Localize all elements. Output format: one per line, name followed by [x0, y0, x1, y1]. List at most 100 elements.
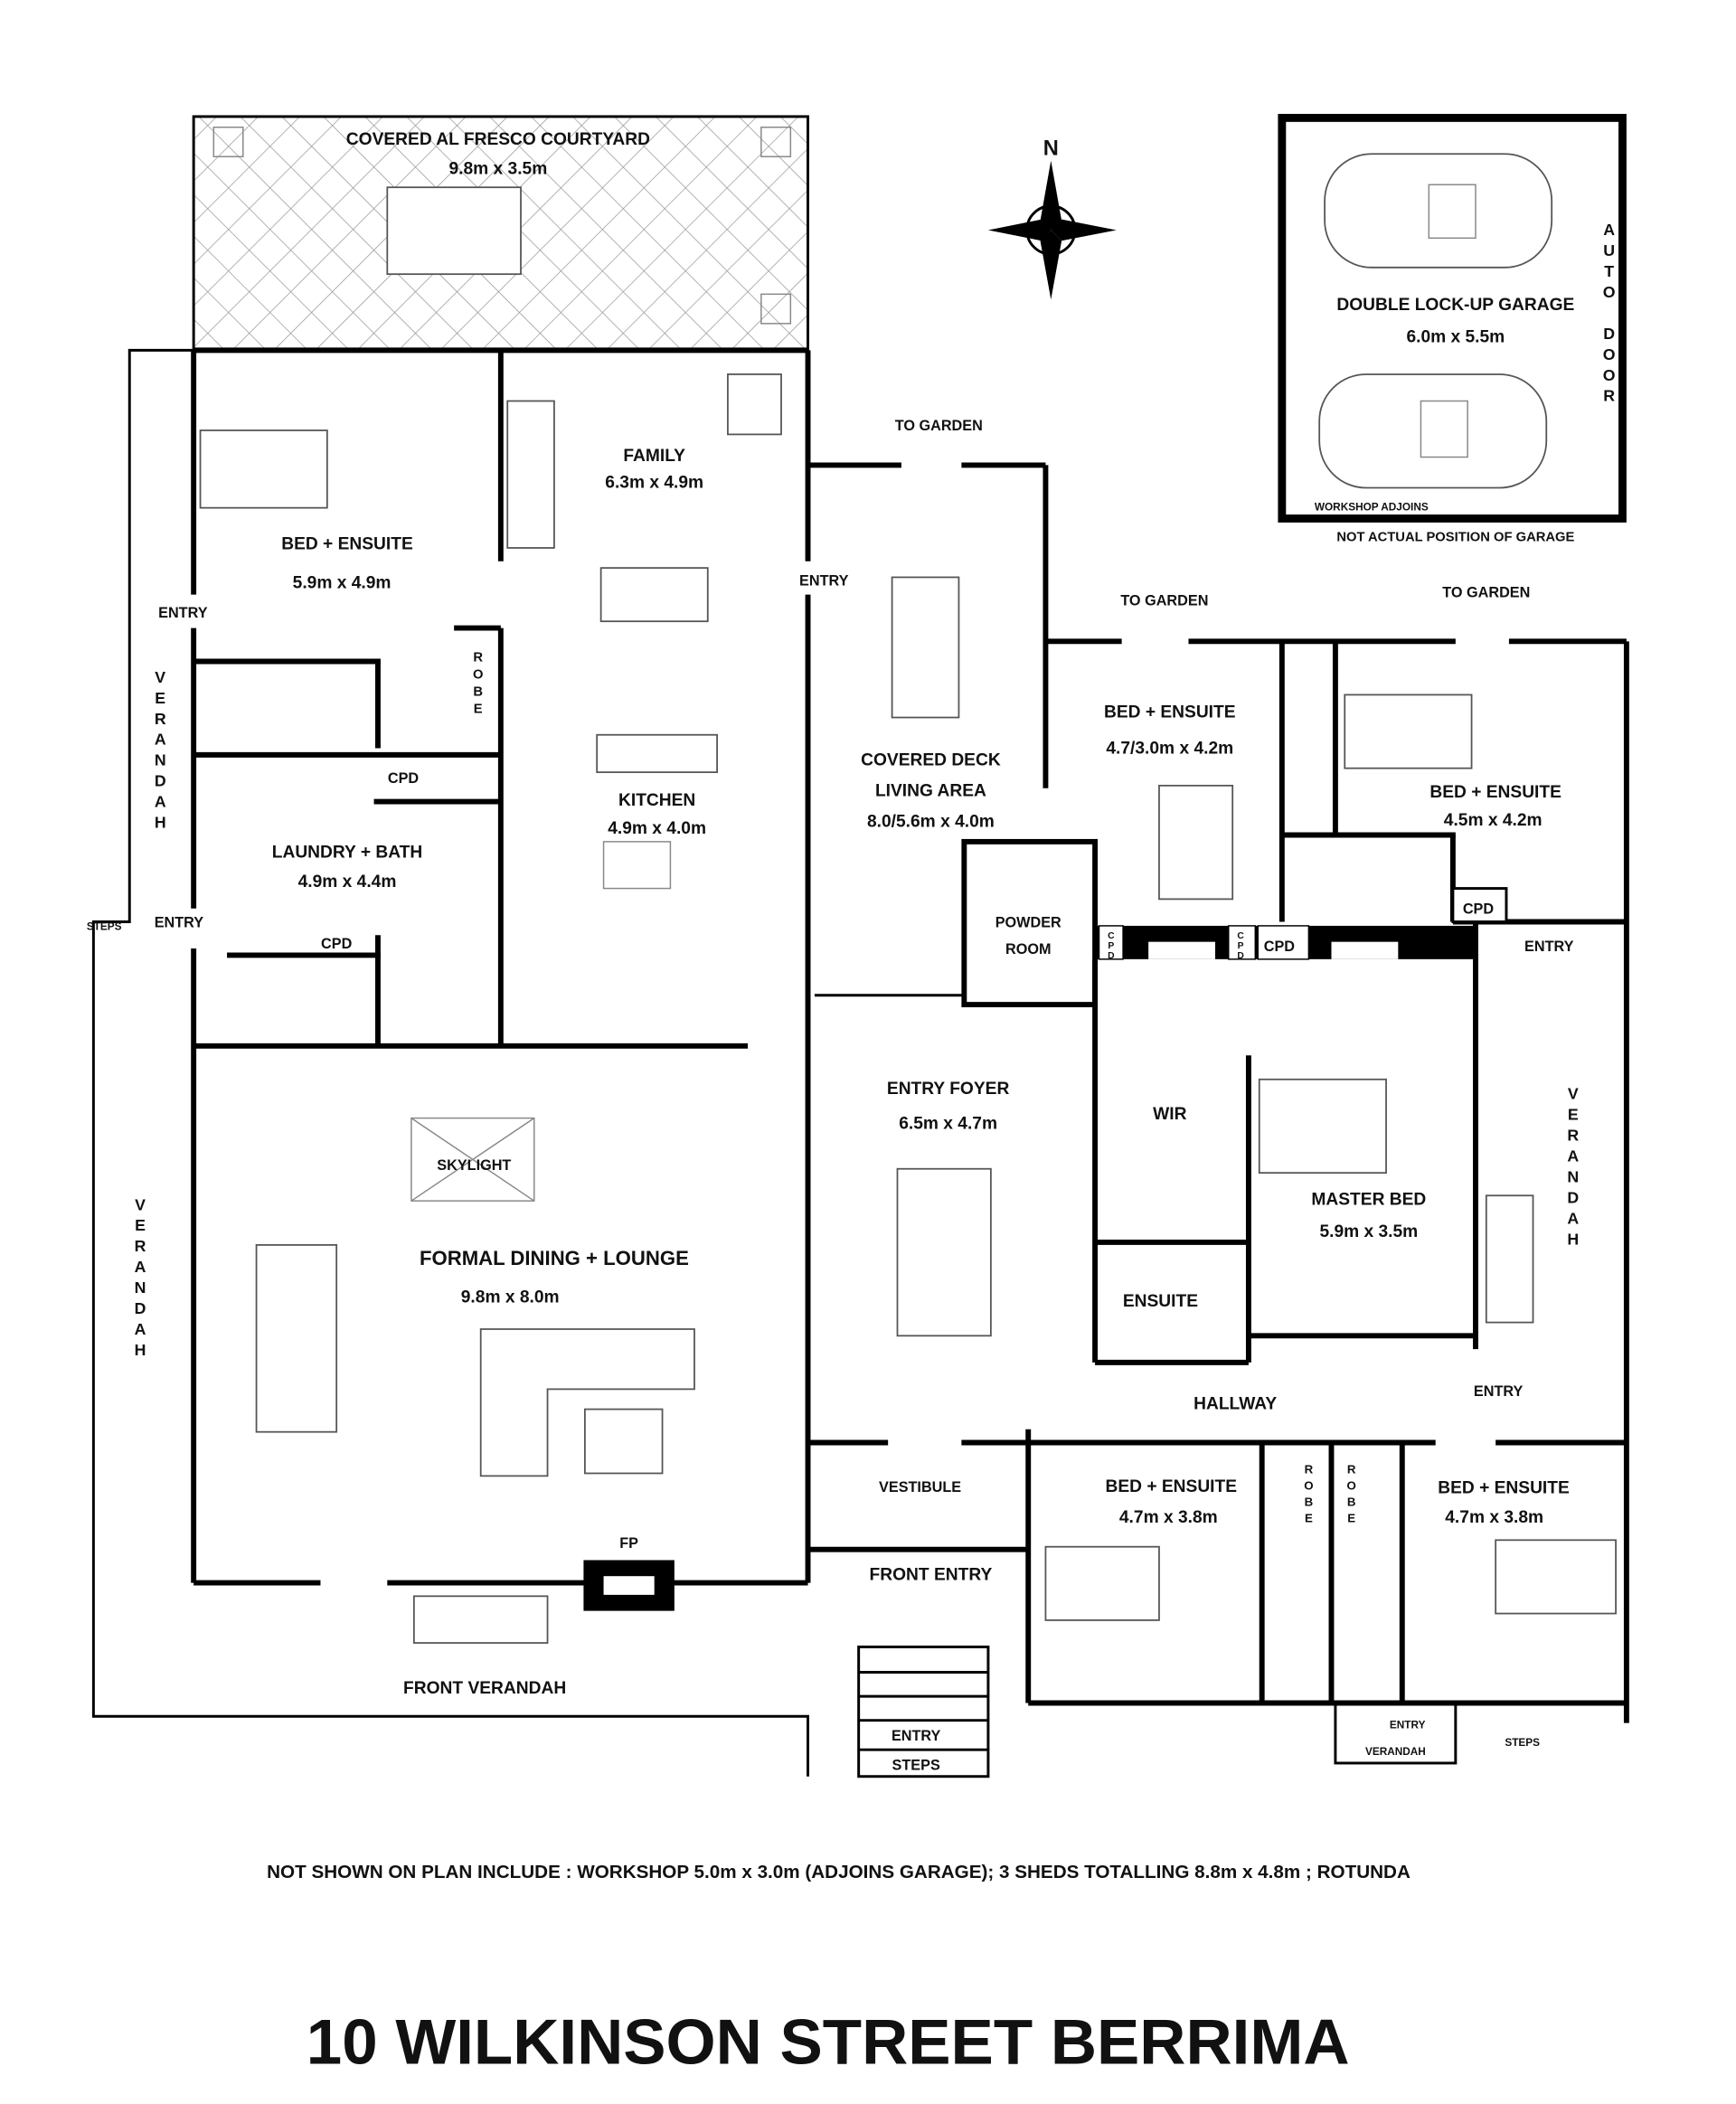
entry-label: ENTRY: [799, 572, 849, 589]
lounge-icon: [479, 1328, 695, 1477]
entry-label: ENTRY: [1474, 1383, 1524, 1400]
courtyard-size: 9.8m x 3.5m: [448, 159, 547, 178]
bed-icon: [1344, 693, 1473, 769]
bed-s2-name: BED + ENSUITE: [1438, 1479, 1570, 1498]
fireplace-label: FP: [619, 1535, 638, 1552]
garage-position-note: NOT ACTUAL POSITION OF GARAGE: [1336, 531, 1574, 545]
verandah-label: VERANDAH: [1564, 1085, 1582, 1251]
kitchen-size: 4.9m x 4.0m: [608, 819, 706, 838]
garage-size: 6.0m x 5.5m: [1406, 328, 1505, 347]
courtyard-name: COVERED AL FRESCO COURTYARD: [346, 130, 650, 149]
formal-name: FORMAL DINING + LOUNGE: [420, 1247, 689, 1269]
family-size: 6.3m x 4.9m: [605, 474, 703, 493]
deck-name-2: LIVING AREA: [875, 782, 986, 801]
cpd-label: CPD: [1264, 939, 1296, 955]
bed-nw-size: 5.9m x 4.9m: [293, 573, 392, 592]
hallway-label: HALLWAY: [1194, 1395, 1277, 1414]
entry-label: ENTRY: [155, 914, 204, 930]
dining-table-icon: [255, 1244, 338, 1433]
cpd-label: CPD: [1463, 901, 1495, 918]
steps-label: STEPS: [1505, 1736, 1540, 1749]
courtyard: COVERED AL FRESCO COURTYARD 9.8m x 3.5m: [192, 115, 810, 352]
car-icon: [1318, 373, 1548, 489]
front-entry-label: FRONT ENTRY: [870, 1566, 993, 1585]
bed-icon: [1158, 784, 1234, 901]
master-size: 5.9m x 3.5m: [1319, 1222, 1418, 1241]
dining-table-icon: [891, 576, 960, 719]
bed-ne2-name: BED + ENSUITE: [1429, 783, 1561, 802]
compass-north: N: [1043, 137, 1059, 161]
deck-size: 8.0/5.6m x 4.0m: [867, 813, 995, 832]
bench-icon: [1485, 1194, 1534, 1324]
to-garden-label: TO GARDEN: [1120, 592, 1208, 609]
laundry-size: 4.9m x 4.4m: [298, 873, 397, 892]
plant-icon: [212, 126, 244, 157]
robe-label: ROBE: [1302, 1463, 1316, 1528]
armchair-icon: [727, 373, 782, 436]
plant-icon: [760, 126, 792, 157]
walls: [91, 347, 1629, 1777]
powder-name-1: POWDER: [995, 914, 1061, 930]
vestibule-label: VESTIBULE: [879, 1479, 961, 1495]
bed-icon: [1495, 1539, 1617, 1615]
kitchen-name: KITCHEN: [618, 791, 695, 810]
garage: DOUBLE LOCK-UP GARAGE 6.0m x 5.5m AUTO D…: [1278, 113, 1627, 545]
bed-icon: [199, 429, 328, 509]
verandah-label: VERANDAH: [131, 1195, 149, 1362]
robe-label: ROBE: [471, 651, 486, 720]
garage-name: DOUBLE LOCK-UP GARAGE: [1336, 296, 1574, 315]
cpd-label: CPD: [1236, 931, 1246, 961]
skylight-icon: [410, 1117, 535, 1202]
master-ensuite-name: ENSUITE: [1123, 1292, 1198, 1311]
sofa-icon: [506, 400, 555, 549]
entry-label: ENTRY: [158, 605, 208, 621]
bed-nw-name: BED + ENSUITE: [281, 534, 413, 553]
bed-ne2-size: 4.5m x 4.2m: [1444, 811, 1543, 830]
garage-auto-door: AUTO DOOR: [1600, 221, 1618, 408]
coffee-table-icon: [584, 1408, 664, 1475]
plant-icon: [760, 293, 792, 325]
to-garden-label: TO GARDEN: [1442, 585, 1530, 601]
verandah-label: VERANDAH: [151, 668, 169, 835]
bed-s2-size: 4.7m x 3.8m: [1445, 1508, 1543, 1527]
kitchen-island: [596, 733, 718, 773]
sofa-icon: [599, 567, 709, 623]
wir-name: WIR: [1153, 1105, 1186, 1124]
foyer-name: ENTRY FOYER: [887, 1080, 1010, 1099]
footer-note: NOT SHOWN ON PLAN INCLUDE : WORKSHOP 5.0…: [267, 1862, 1410, 1882]
cpd-label: CPD: [1106, 931, 1116, 961]
room-labels: FAMILY 6.3m x 4.9m BED + ENSUITE 5.9m x …: [272, 447, 1570, 1773]
misc-labels: ENTRY ENTRY ENTRY ENTRY ENTRY ENTRY VERA…: [87, 418, 1582, 1758]
robe-label: ROBE: [1344, 1463, 1358, 1528]
cpd-label: CPD: [321, 936, 353, 952]
entry-verandah: [1334, 1702, 1458, 1765]
car-icon: [1324, 153, 1553, 269]
front-verandah-label: FRONT VERANDAH: [403, 1679, 566, 1698]
steps-label: STEPS: [87, 920, 122, 932]
bed-icon: [1258, 1078, 1387, 1175]
furniture: [199, 373, 1617, 1778]
garage-workshop-note: WORKSHOP ADJOINS: [1315, 501, 1429, 514]
laundry-name: LAUNDRY + BATH: [272, 844, 422, 863]
entry-label: ENTRY: [1524, 939, 1574, 955]
outdoor-setting-icon: [412, 1595, 549, 1644]
verandah-label: VERANDAH: [1365, 1745, 1426, 1758]
formal-size: 9.8m x 8.0m: [461, 1288, 560, 1307]
compass-icon: N: [987, 137, 1117, 300]
entry-steps-line2: STEPS: [892, 1757, 940, 1773]
skylight-label: SKYLIGHT: [437, 1157, 511, 1174]
bed-s1-size: 4.7m x 3.8m: [1119, 1508, 1218, 1527]
rug-icon: [896, 1167, 992, 1337]
master-name: MASTER BED: [1311, 1191, 1426, 1210]
bed-ne1-size: 4.7/3.0m x 4.2m: [1106, 739, 1233, 758]
bed-s1-name: BED + ENSUITE: [1105, 1477, 1237, 1496]
bed-icon: [1044, 1545, 1160, 1621]
foyer-size: 6.5m x 4.7m: [899, 1114, 997, 1133]
property-title: 10 WILKINSON STREET BERRIMA: [307, 2006, 1350, 2078]
to-garden-label: TO GARDEN: [895, 418, 983, 434]
entry-steps-icon: [857, 1645, 990, 1778]
family-name: FAMILY: [623, 447, 685, 466]
deck-name-1: COVERED DECK: [861, 751, 1001, 770]
cpd-label: CPD: [388, 770, 420, 787]
